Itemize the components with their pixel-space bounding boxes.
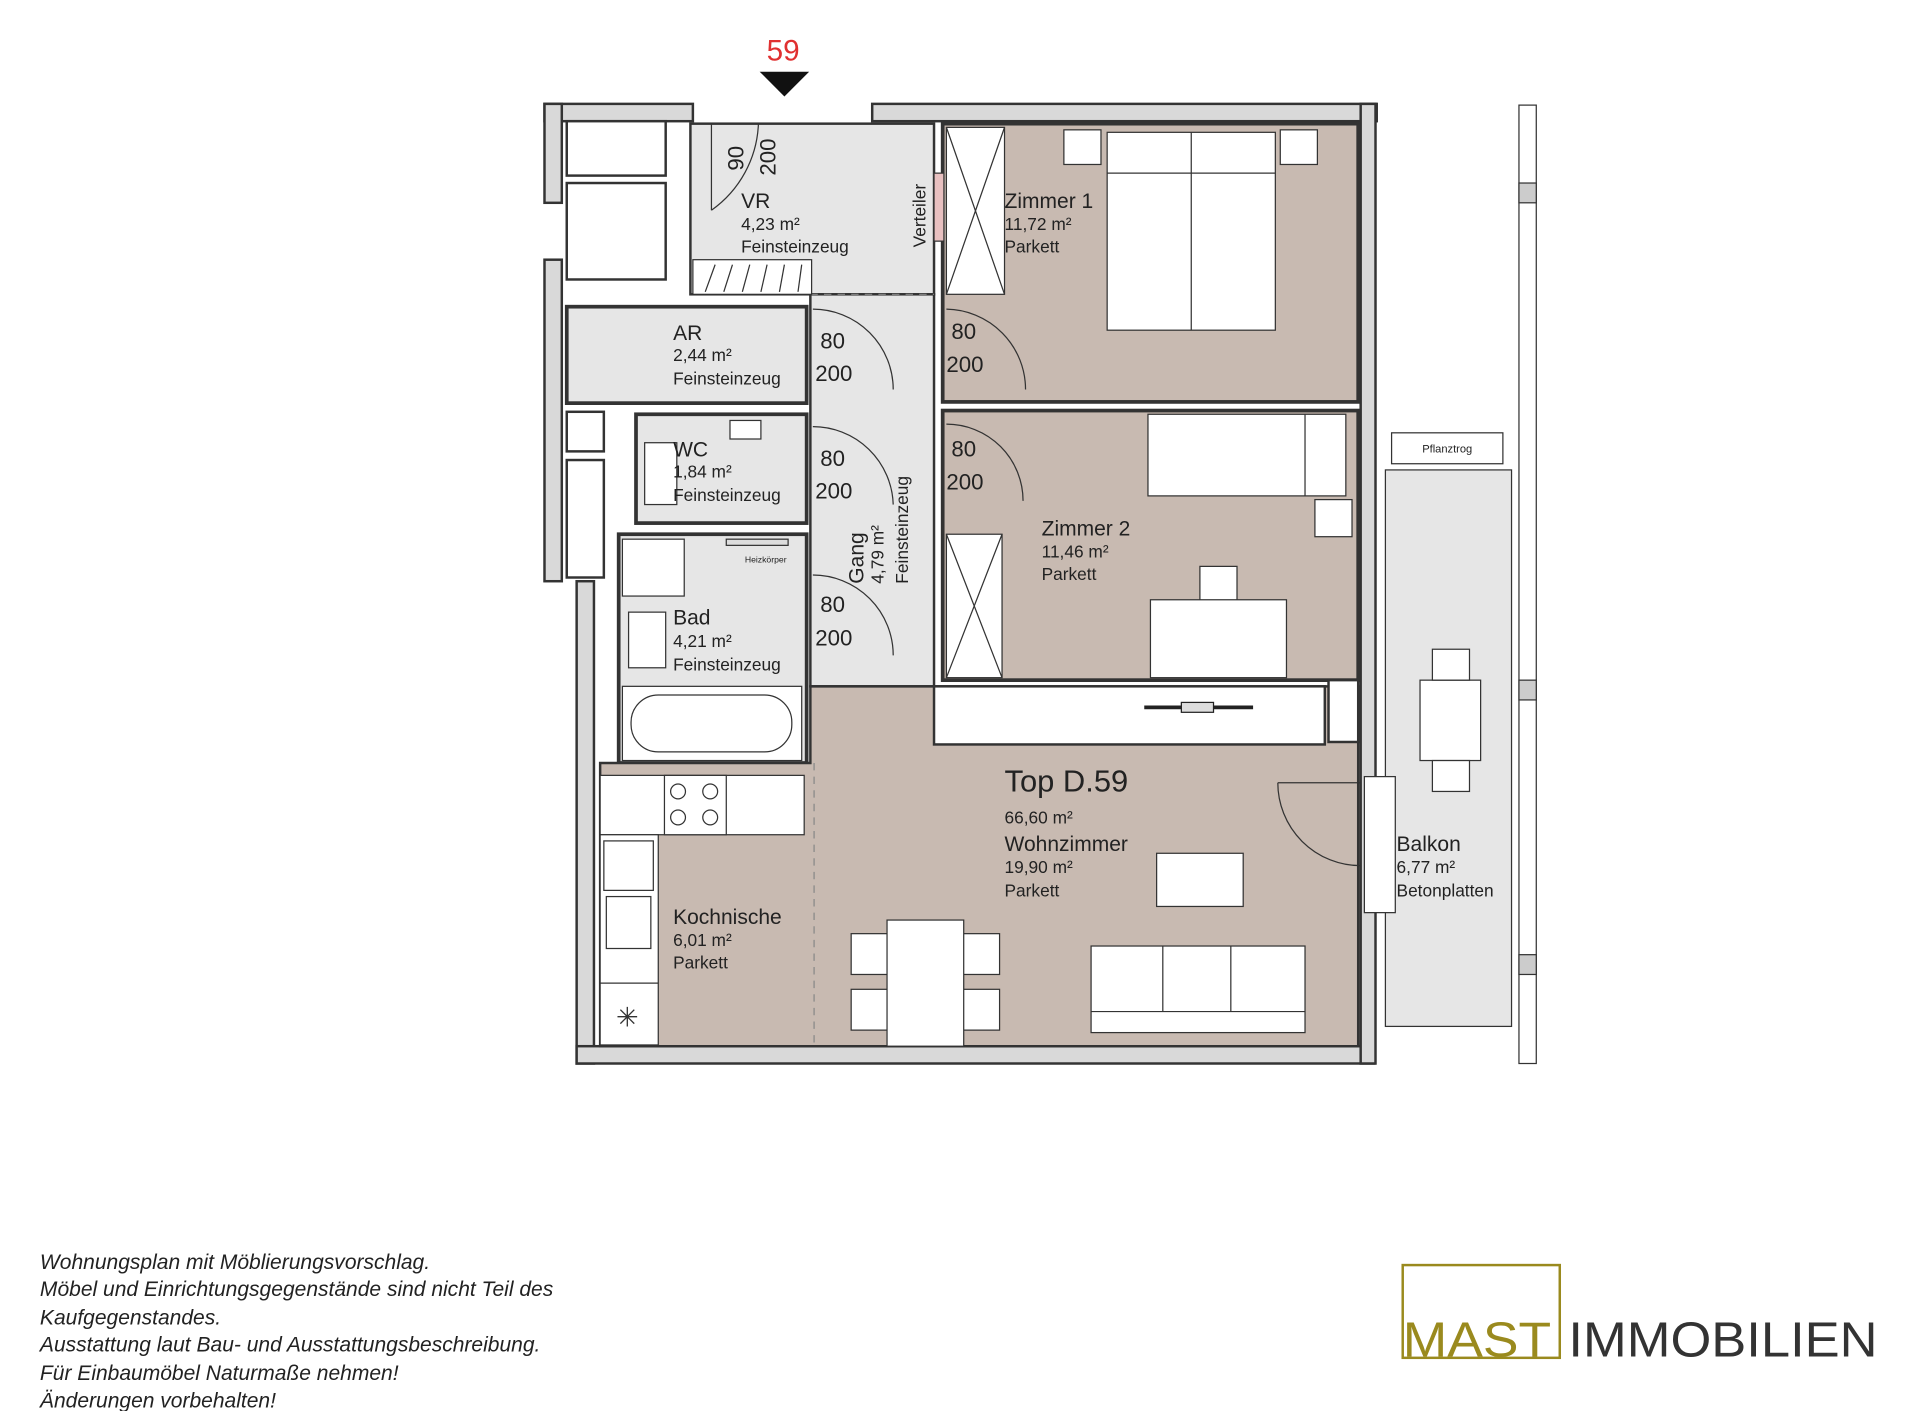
wardrobe-zimmer-2 xyxy=(945,533,1003,679)
svg-text:6,01 m²: 6,01 m² xyxy=(673,930,732,950)
svg-text:Feinsteinzeug: Feinsteinzeug xyxy=(892,476,912,584)
svg-text:80: 80 xyxy=(820,446,845,471)
svg-text:Kaufgegenstandes.: Kaufgegenstandes. xyxy=(40,1306,221,1329)
svg-text:Feinsteinzeug: Feinsteinzeug xyxy=(673,485,781,505)
sofa xyxy=(1090,945,1306,1034)
svg-text:19,90 m²: 19,90 m² xyxy=(1005,857,1073,877)
svg-text:80: 80 xyxy=(820,592,845,617)
mast-immobilien-logo: MAST IMMOBILIEN xyxy=(1401,1263,1878,1368)
svg-text:Kochnische: Kochnische xyxy=(673,906,782,929)
bed-zimmer-2 xyxy=(1147,413,1353,679)
svg-text:Feinsteinzeug: Feinsteinzeug xyxy=(741,236,849,256)
planter-label: Pflanztrog xyxy=(1422,444,1472,456)
door-dims: 80 200 80 200 80 200 80 200 80 200 xyxy=(815,319,983,651)
svg-text:200: 200 xyxy=(815,361,852,386)
svg-text:AR: AR xyxy=(673,322,702,345)
svg-text:Parkett: Parkett xyxy=(1005,236,1060,256)
svg-text:200: 200 xyxy=(946,352,983,377)
svg-text:200: 200 xyxy=(946,470,983,495)
svg-text:Möbel und Einrichtungsgegenstä: Möbel und Einrichtungsgegenstände sind n… xyxy=(40,1278,554,1301)
svg-text:66,60 m²: 66,60 m² xyxy=(1005,808,1073,828)
svg-text:IMMOBILIEN: IMMOBILIEN xyxy=(1568,1313,1877,1368)
distributor-label: Verteiler xyxy=(909,184,929,248)
balcony xyxy=(1363,104,1537,1065)
extractor-icon: ✳ xyxy=(616,1001,639,1032)
svg-text:Feinsteinzeug: Feinsteinzeug xyxy=(673,654,781,674)
svg-text:Zimmer 1: Zimmer 1 xyxy=(1005,190,1094,213)
svg-text:Ausstattung laut Bau- und Auss: Ausstattung laut Bau- und Ausstattungsbe… xyxy=(38,1334,540,1357)
svg-text:Bad: Bad xyxy=(673,607,710,630)
svg-text:Parkett: Parkett xyxy=(1005,881,1060,901)
svg-text:Balkon: Balkon xyxy=(1397,833,1461,856)
svg-text:MAST: MAST xyxy=(1403,1313,1551,1368)
svg-text:Top D.59: Top D.59 xyxy=(1005,763,1129,798)
svg-text:200: 200 xyxy=(756,138,781,175)
svg-text:Betonplatten: Betonplatten xyxy=(1397,881,1494,901)
svg-text:Wohnzimmer: Wohnzimmer xyxy=(1005,833,1128,856)
room-ar xyxy=(564,304,809,405)
bed-zimmer-1 xyxy=(1063,129,1319,331)
entrance-arrow-icon xyxy=(759,71,810,97)
svg-text:Wohnungsplan mit Möblierungsvo: Wohnungsplan mit Möblierungsvorschlag. xyxy=(40,1251,430,1274)
svg-text:80: 80 xyxy=(951,319,976,344)
svg-text:Gang: Gang xyxy=(846,532,869,583)
svg-text:Für Einbaumöbel Naturmaße nehm: Für Einbaumöbel Naturmaße nehmen! xyxy=(40,1362,399,1385)
svg-text:Parkett: Parkett xyxy=(673,952,728,972)
svg-text:200: 200 xyxy=(815,626,852,651)
svg-text:90: 90 xyxy=(724,146,749,171)
svg-text:6,77 m²: 6,77 m² xyxy=(1397,857,1456,877)
dining-set xyxy=(850,919,1001,1047)
svg-text:Parkett: Parkett xyxy=(1042,564,1097,584)
room-label-wc: WC1,84 m² Feinsteinzeug xyxy=(673,438,781,505)
svg-text:2,44 m²: 2,44 m² xyxy=(673,345,732,365)
footer-notes: Wohnungsplan mit Möblierungsvorschlag. M… xyxy=(38,1251,554,1411)
walls xyxy=(543,102,1378,1065)
heater-label: Heizkörper xyxy=(745,555,787,565)
entry-door-dims: 90 200 xyxy=(724,138,781,175)
svg-text:WC: WC xyxy=(673,438,708,461)
svg-text:4,79 m²: 4,79 m² xyxy=(867,525,887,584)
svg-text:Zimmer 2: Zimmer 2 xyxy=(1042,517,1131,540)
coffee-table xyxy=(1156,852,1244,908)
room-gang xyxy=(809,293,936,688)
svg-text:11,72 m²: 11,72 m² xyxy=(1005,214,1072,234)
entrance-number: 59 xyxy=(767,35,800,68)
room-label-ar: AR2,44 m² Feinsteinzeug xyxy=(673,322,781,389)
svg-text:4,21 m²: 4,21 m² xyxy=(673,631,732,651)
svg-text:Feinsteinzeug: Feinsteinzeug xyxy=(673,369,781,389)
unit-title: Top D.59 66,60 m² xyxy=(1005,763,1129,827)
svg-text:1,84 m²: 1,84 m² xyxy=(673,461,732,481)
room-label-gang: Gang 4,79 m² Feinsteinzeug xyxy=(846,476,913,584)
wardrobe-zimmer-1 xyxy=(933,126,1006,295)
svg-text:200: 200 xyxy=(815,478,852,503)
svg-text:80: 80 xyxy=(951,436,976,461)
kitchen-counter xyxy=(599,774,805,1046)
svg-text:80: 80 xyxy=(820,329,845,354)
svg-text:Änderungen vorbehalten!: Änderungen vorbehalten! xyxy=(39,1389,276,1411)
svg-text:4,23 m²: 4,23 m² xyxy=(741,214,800,234)
svg-text:11,46 m²: 11,46 m² xyxy=(1042,542,1109,562)
svg-text:VR: VR xyxy=(741,190,770,213)
